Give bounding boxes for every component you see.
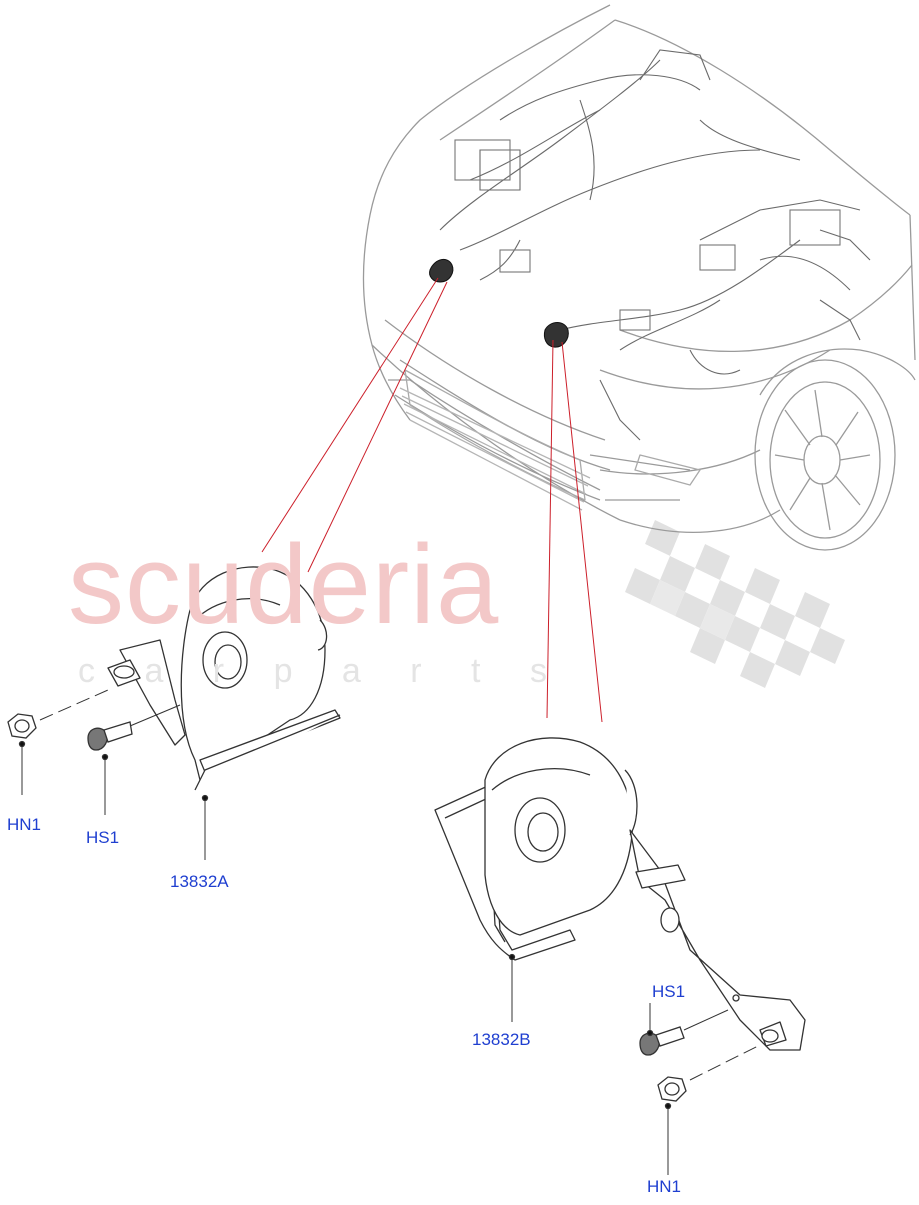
callout-hs1-left: HS1	[86, 828, 120, 847]
callout-hs1-right: HS1	[652, 982, 686, 1001]
callout-13832b: 13832B	[472, 1030, 531, 1049]
screw-hs1-right	[639, 1003, 729, 1056]
horn-13832b	[434, 737, 806, 1051]
vehicle-outline	[362, 4, 916, 551]
wiring-harness	[439, 49, 871, 441]
watermark-brand: scuderia	[68, 522, 500, 647]
checkered-flag-icon	[625, 520, 845, 688]
watermark-tagline: c a r p a r t s	[78, 652, 567, 690]
horn-13832a	[107, 566, 341, 860]
callout-13832a: 13832A	[170, 872, 229, 891]
nut-hn1-right	[657, 1044, 761, 1175]
horn-location-markers	[429, 258, 569, 348]
leader-lines	[261, 277, 603, 723]
screw-hs1-left	[87, 704, 181, 815]
nut-hn1-left	[7, 689, 109, 795]
callout-hn1-right: HN1	[647, 1177, 682, 1196]
callout-hn1-left: HN1	[7, 815, 42, 834]
